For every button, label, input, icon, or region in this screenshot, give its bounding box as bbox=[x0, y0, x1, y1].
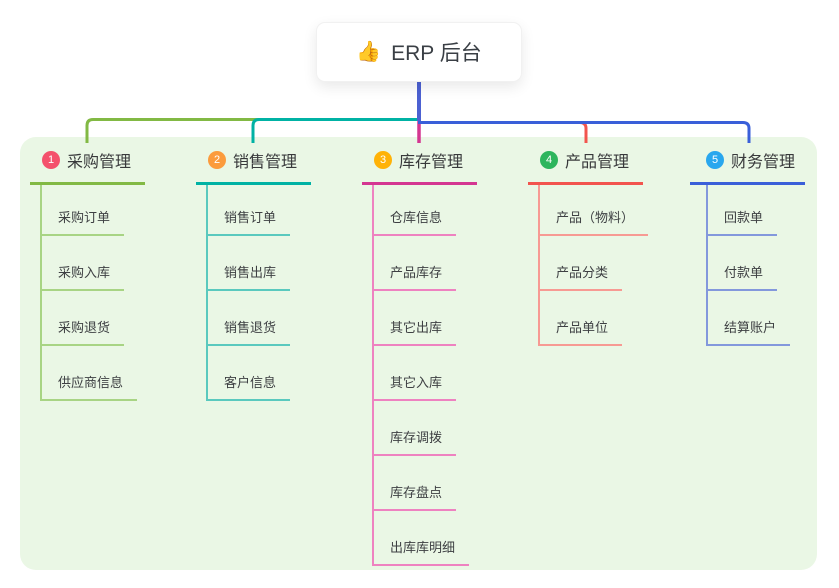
child-node[interactable]: 回款单 bbox=[708, 207, 778, 236]
branch-title-label: 销售管理 bbox=[233, 154, 298, 171]
badge-number: 1 bbox=[47, 153, 55, 166]
node-row: 产品（物料） bbox=[540, 185, 678, 236]
child-node[interactable]: 仓库信息 bbox=[374, 207, 457, 236]
badge-1-icon: 1 bbox=[42, 151, 60, 169]
branch-title-label: 财务管理 bbox=[731, 154, 796, 171]
branch-title-purchase[interactable]: 1 采购管理 bbox=[30, 148, 145, 185]
child-node[interactable]: 采购入库 bbox=[42, 262, 125, 291]
child-node[interactable]: 采购订单 bbox=[42, 207, 125, 236]
child-node[interactable]: 库存盘点 bbox=[374, 482, 457, 511]
branch-title-inventory[interactable]: 3 库存管理 bbox=[362, 148, 477, 185]
node-row: 付款单 bbox=[708, 236, 839, 291]
node-row: 产品分类 bbox=[540, 236, 678, 291]
child-node[interactable]: 结算账户 bbox=[708, 317, 791, 346]
badge-4-icon: 4 bbox=[540, 151, 558, 169]
child-node[interactable]: 产品单位 bbox=[540, 317, 623, 346]
child-node[interactable]: 其它入库 bbox=[374, 372, 457, 401]
node-row: 采购入库 bbox=[42, 236, 180, 291]
mindmap-background-panel bbox=[20, 137, 817, 570]
node-row: 库存盘点 bbox=[374, 456, 512, 511]
node-row: 其它出库 bbox=[374, 291, 512, 346]
branch-title-sales[interactable]: 2 销售管理 bbox=[196, 148, 311, 185]
badge-number: 4 bbox=[545, 153, 553, 166]
node-row: 产品单位 bbox=[540, 291, 678, 346]
node-row: 客户信息 bbox=[208, 346, 346, 401]
branch-title-product[interactable]: 4 产品管理 bbox=[528, 148, 643, 185]
child-node[interactable]: 销售退货 bbox=[208, 317, 291, 346]
child-node[interactable]: 采购退货 bbox=[42, 317, 125, 346]
child-node[interactable]: 其它出库 bbox=[374, 317, 457, 346]
badge-number: 5 bbox=[711, 153, 719, 166]
branch-sales: 2 销售管理 销售订单 销售出库 销售退货 客户信息 bbox=[196, 148, 346, 401]
branch-title-label: 采购管理 bbox=[67, 154, 132, 171]
branch-children: 采购订单 采购入库 采购退货 供应商信息 bbox=[40, 185, 180, 401]
node-row: 销售订单 bbox=[208, 185, 346, 236]
node-row: 库存调拨 bbox=[374, 401, 512, 456]
badge-number: 2 bbox=[213, 153, 221, 166]
child-node[interactable]: 销售出库 bbox=[208, 262, 291, 291]
badge-5-icon: 5 bbox=[706, 151, 724, 169]
node-row: 销售退货 bbox=[208, 291, 346, 346]
child-node[interactable]: 出库库明细 bbox=[374, 537, 470, 566]
branch-title-finance[interactable]: 5 财务管理 bbox=[690, 148, 805, 185]
badge-number: 3 bbox=[379, 153, 387, 166]
badge-2-icon: 2 bbox=[208, 151, 226, 169]
child-node[interactable]: 供应商信息 bbox=[42, 372, 138, 401]
branch-product: 4 产品管理 产品（物料） 产品分类 产品单位 bbox=[528, 148, 678, 346]
branch-children: 产品（物料） 产品分类 产品单位 bbox=[538, 185, 678, 346]
child-node[interactable]: 付款单 bbox=[708, 262, 778, 291]
child-node[interactable]: 产品分类 bbox=[540, 262, 623, 291]
node-row: 采购订单 bbox=[42, 185, 180, 236]
node-row: 供应商信息 bbox=[42, 346, 180, 401]
thumbs-up-icon: 👍 bbox=[356, 41, 382, 63]
badge-3-icon: 3 bbox=[374, 151, 392, 169]
node-row: 回款单 bbox=[708, 185, 839, 236]
child-node[interactable]: 客户信息 bbox=[208, 372, 291, 401]
branch-inventory: 3 库存管理 仓库信息 产品库存 其它出库 其它入库 库存调拨 库存盘点 出库库… bbox=[362, 148, 512, 566]
branch-finance: 5 财务管理 回款单 付款单 结算账户 bbox=[690, 148, 839, 346]
node-row: 其它入库 bbox=[374, 346, 512, 401]
child-node[interactable]: 库存调拨 bbox=[374, 427, 457, 456]
node-row: 出库库明细 bbox=[374, 511, 512, 566]
node-row: 仓库信息 bbox=[374, 185, 512, 236]
branch-purchase: 1 采购管理 采购订单 采购入库 采购退货 供应商信息 bbox=[30, 148, 180, 401]
root-node[interactable]: 👍 ERP 后台 bbox=[316, 22, 522, 82]
node-row: 销售出库 bbox=[208, 236, 346, 291]
branch-children: 销售订单 销售出库 销售退货 客户信息 bbox=[206, 185, 346, 401]
node-row: 产品库存 bbox=[374, 236, 512, 291]
child-node[interactable]: 产品（物料） bbox=[540, 207, 649, 236]
branch-children: 回款单 付款单 结算账户 bbox=[706, 185, 839, 346]
branch-title-label: 库存管理 bbox=[399, 154, 464, 171]
node-row: 采购退货 bbox=[42, 291, 180, 346]
branch-children: 仓库信息 产品库存 其它出库 其它入库 库存调拨 库存盘点 出库库明细 bbox=[372, 185, 512, 566]
child-node[interactable]: 销售订单 bbox=[208, 207, 291, 236]
branch-title-label: 产品管理 bbox=[565, 154, 630, 171]
child-node[interactable]: 产品库存 bbox=[374, 262, 457, 291]
root-node-label: ERP 后台 bbox=[391, 42, 482, 65]
node-row: 结算账户 bbox=[708, 291, 839, 346]
